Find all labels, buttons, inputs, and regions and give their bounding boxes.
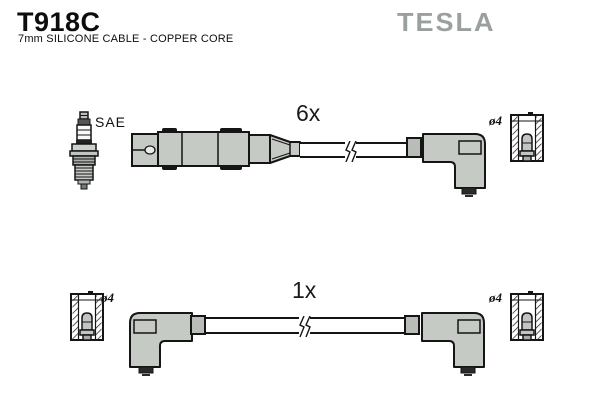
angled-boot-top-icon [422, 133, 486, 197]
terminal-cup-bottom-right-icon [510, 291, 544, 341]
terminal-diameter-label-bottom-right: ø4 [489, 290, 502, 305]
cable-break-icon [345, 141, 357, 162]
part-description: 7mm SILICONE CABLE - COPPER CORE [18, 33, 234, 45]
quantity-label-bottom: 1x [292, 277, 317, 303]
sae-label: SAE [95, 114, 127, 130]
terminal-cup-bottom-left-icon [70, 291, 104, 341]
terminal-cup-top-icon [510, 112, 544, 162]
cable-sleeve-bottom-right [404, 315, 420, 335]
ignition-cable-top [300, 141, 407, 162]
cable-sleeve-bottom-left [190, 315, 206, 335]
ignition-cable-bottom [206, 316, 406, 337]
terminal-diameter-label-bottom-left: ø4 [101, 290, 114, 305]
cable-break-icon [299, 316, 311, 337]
terminal-diameter-label-top: ø4 [489, 113, 502, 128]
angled-boot-bottom-right-icon [421, 312, 485, 376]
coil-connector-icon [131, 128, 301, 170]
angled-boot-bottom-left-icon [129, 312, 193, 376]
tesla-logo: TESLA [397, 8, 496, 37]
part-number: T918C [17, 7, 101, 37]
quantity-label-top: 6x [296, 100, 321, 126]
spark-plug-icon [69, 111, 99, 190]
cable-sleeve-top [406, 137, 422, 158]
